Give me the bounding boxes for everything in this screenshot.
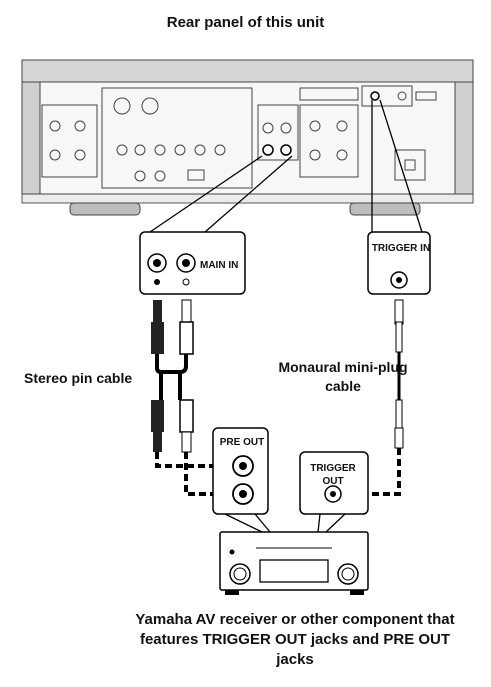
callout-leaders xyxy=(149,99,423,233)
diagram-title: Rear panel of this unit xyxy=(166,14,325,31)
stereo-cable-label: Stereo pin cable xyxy=(24,370,133,386)
pre-out-label: PRE OUT xyxy=(219,437,265,448)
pre-out-callout xyxy=(212,427,269,515)
rear-panel xyxy=(21,59,474,216)
receiver-leaders xyxy=(224,513,346,533)
trigger-out-callout xyxy=(299,451,369,515)
main-in-callout xyxy=(139,231,246,295)
trigger-in-callout xyxy=(367,231,431,295)
av-receiver xyxy=(219,531,369,595)
trigger-out-label: TRIGGER OUT xyxy=(310,463,356,487)
main-in-label: MAIN IN xyxy=(200,260,239,271)
mono-cable-label: Monaural mini-plug cable xyxy=(278,359,408,394)
receiver-caption: Yamaha AV receiver or other component th… xyxy=(135,611,455,668)
trigger-in-label: TRIGGER IN xyxy=(371,243,431,254)
